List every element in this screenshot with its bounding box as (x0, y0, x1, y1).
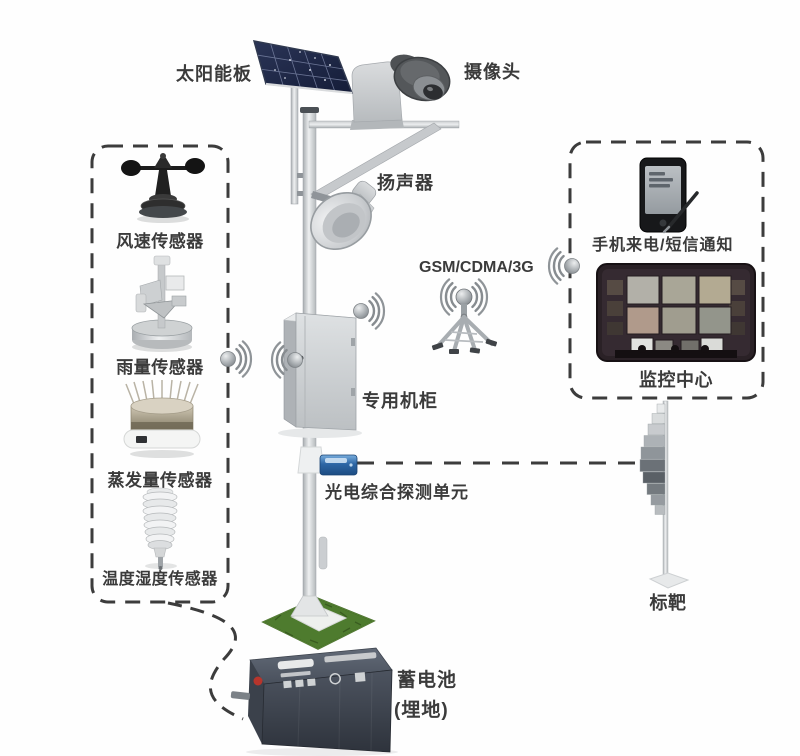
dashed-connectors (167, 461, 643, 721)
wind-sensor-label: 风速传感器 (116, 232, 204, 251)
rain-sensor-label: 雨量传感器 (116, 358, 204, 377)
target-label: 标靶 (649, 593, 687, 613)
target-icon (639, 400, 690, 589)
camera-label: 摄像头 (464, 62, 521, 82)
solar-panel-label: 太阳能板 (176, 64, 252, 84)
speaker-icon (310, 180, 377, 251)
photoelectric-unit-label: 光电综合探测单元 (325, 483, 469, 502)
photoelectric-unit-icon (297, 446, 358, 476)
battery-label: 蓄电池 (397, 670, 458, 691)
monitoring-center-label: 监控中心 (639, 370, 713, 390)
wireless-signal-icon (549, 248, 579, 283)
battery-note-label: (埋地) (394, 700, 449, 721)
camera-icon (350, 54, 451, 130)
solar-panel-icon (252, 40, 354, 95)
sensor-group-box (90, 144, 230, 604)
wind-sensor-icon (121, 153, 205, 223)
cabinet-icon (278, 312, 362, 438)
evaporation-sensor-label: 蒸发量传感器 (107, 471, 213, 490)
rain-sensor-icon (131, 255, 193, 352)
battery-icon (230, 647, 398, 756)
speaker-label: 扬声器 (377, 173, 434, 193)
temperature-humidity-sensor-label: 温度湿度传感器 (102, 571, 218, 588)
gsm-label: GSM/CDMA/3G (419, 259, 534, 276)
temperature-humidity-sensor-icon (142, 487, 178, 570)
cabinet-label: 专用机柜 (362, 391, 438, 411)
wireless-signal-icon (354, 293, 384, 328)
evaporation-sensor-icon (123, 379, 201, 458)
phone-notice-label: 手机来电/短信通知 (592, 237, 734, 254)
gsm-antenna-icon (431, 278, 498, 354)
monitoring-center-icon (596, 263, 756, 362)
phone-icon (639, 157, 699, 234)
